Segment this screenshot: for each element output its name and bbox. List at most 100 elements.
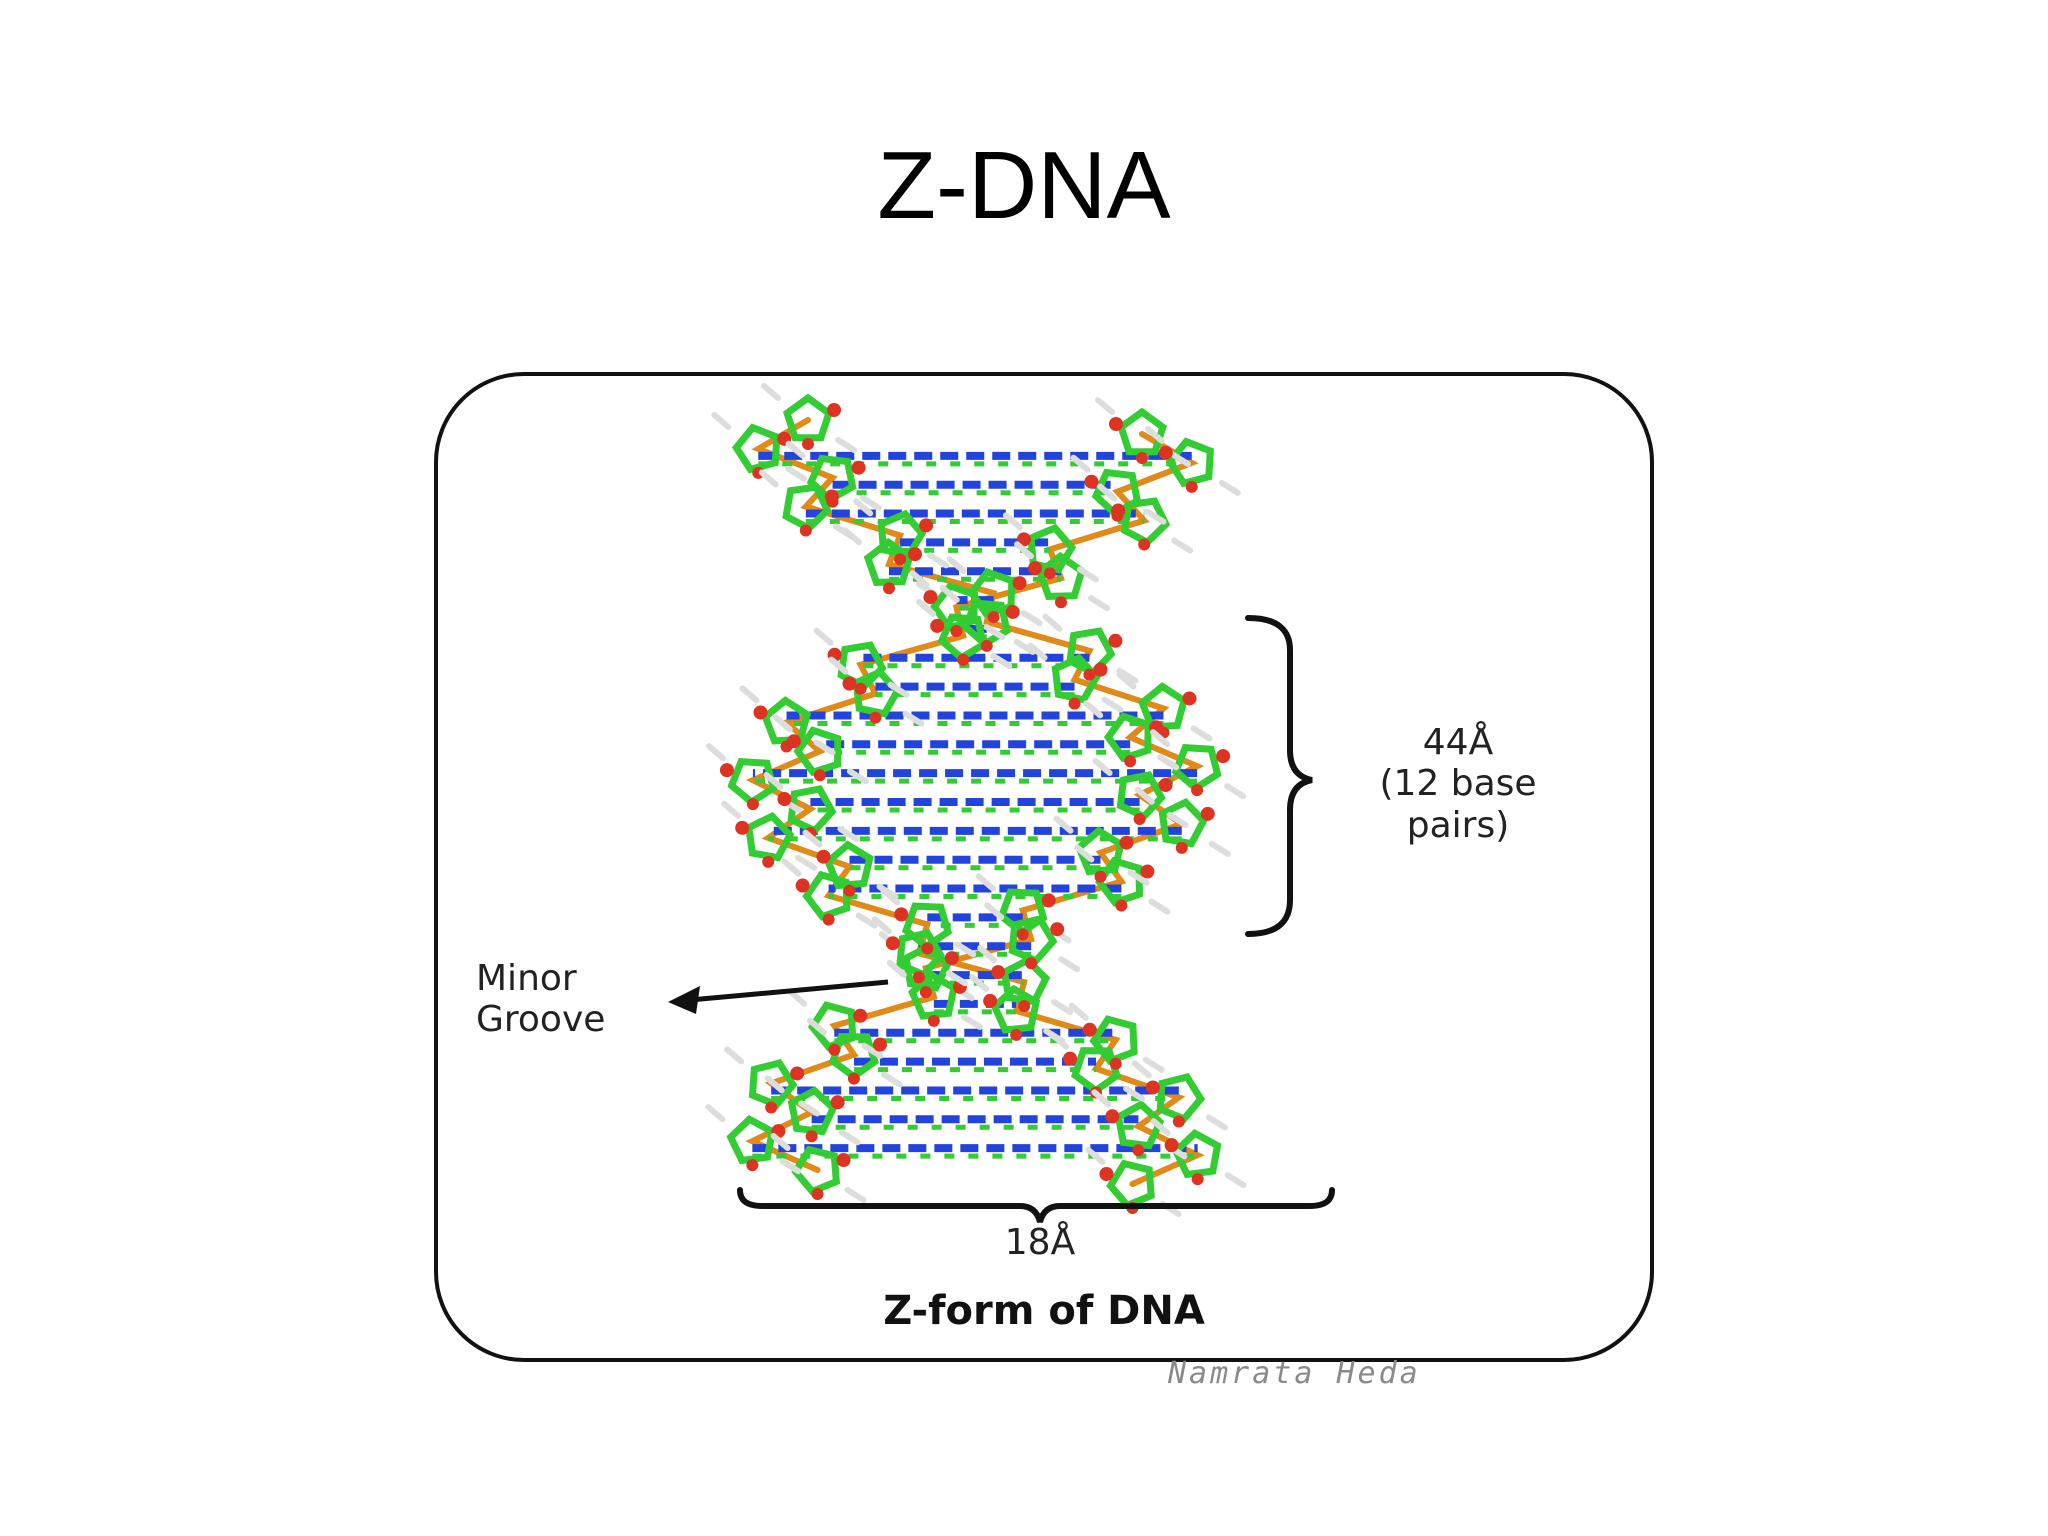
hydrogen-bond xyxy=(1049,1031,1070,1050)
oxygen-atom xyxy=(762,855,775,868)
oxygen-atom xyxy=(802,438,814,450)
hydrogen-bond xyxy=(1116,667,1139,684)
hydrogen-bond xyxy=(1144,425,1165,444)
hydrogen-bond xyxy=(841,527,862,546)
base-pairs xyxy=(752,451,1198,1159)
oxygen-atom xyxy=(921,942,934,955)
minor-groove-line-1: Minor xyxy=(476,958,577,999)
hydrogen-bond xyxy=(880,887,901,906)
oxygen-atom xyxy=(1105,1109,1120,1124)
hydrogen-bond xyxy=(787,988,808,1007)
hydrogen-bond xyxy=(1166,812,1189,828)
oxygen-atom xyxy=(923,590,938,605)
sugar-ring xyxy=(901,902,953,951)
oxygen-atom xyxy=(854,682,867,695)
oxygen-atom xyxy=(1018,1000,1031,1013)
oxygen-atom xyxy=(1094,870,1107,883)
hydrogen-bond xyxy=(1051,999,1074,1016)
oxygen-atom xyxy=(836,1153,851,1167)
hydrogen-bond xyxy=(1131,1060,1152,1079)
sugar-ring xyxy=(852,667,902,718)
hydrogen-bond xyxy=(795,854,818,871)
oxygen-atom xyxy=(824,489,839,504)
hydrogen-bond xyxy=(855,912,878,929)
sugar-ring xyxy=(937,613,988,663)
sugar-ring xyxy=(1027,523,1077,574)
oxygen-atom xyxy=(1055,596,1068,609)
hydrogen-bond xyxy=(939,584,960,603)
oxygen-atom xyxy=(987,611,1000,624)
sugar-ring xyxy=(990,984,1041,1034)
oxygen-atom xyxy=(882,582,895,595)
hydrogen-bond xyxy=(1092,758,1113,776)
oxygen-atom xyxy=(735,820,750,835)
hydrogen-bond xyxy=(761,383,781,401)
hydrogen-bond xyxy=(969,973,990,992)
oxygen-atom xyxy=(1175,841,1188,854)
hydrogen-bond xyxy=(1070,454,1091,473)
oxygen-atom xyxy=(1050,922,1065,937)
sugar-ring xyxy=(967,567,1016,618)
oxygen-atom xyxy=(983,993,998,1008)
hydrogen-bond xyxy=(859,494,882,511)
height-label: 44Å (12 base pairs) xyxy=(1318,722,1598,846)
slide-title: Z-DNA xyxy=(877,132,1171,239)
hydrogen-bond xyxy=(916,598,937,617)
hydrogen-bond xyxy=(846,768,869,785)
hydrogen-bond xyxy=(802,829,823,848)
hydrogen-bond xyxy=(1169,451,1191,467)
oxygen-atom xyxy=(869,711,882,724)
oxygen-atom xyxy=(1082,1022,1097,1037)
hydrogen-bond xyxy=(806,1017,827,1036)
hydrogen-bond xyxy=(1091,1089,1112,1108)
sugar-ring xyxy=(863,537,914,586)
hydrogen-bond xyxy=(983,624,1006,641)
hydrogen-bond xyxy=(844,1187,867,1203)
hydrogen-bond xyxy=(1074,844,1095,863)
minor-groove-label: Minor Groove xyxy=(476,958,605,1041)
hydrogen-bond xyxy=(1144,508,1167,525)
sugar-ring xyxy=(828,1033,879,1081)
hydrogen-bond xyxy=(1020,610,1043,627)
minor-groove-arrow-head xyxy=(668,986,700,1014)
oxygen-atom xyxy=(1093,662,1108,677)
hydrogen-bond xyxy=(1123,1085,1146,1102)
hydrogen-bond xyxy=(954,941,977,958)
hydrogen-bond xyxy=(1224,1172,1247,1189)
sugar-ring xyxy=(787,1086,838,1136)
oxygen-atom xyxy=(1119,835,1134,850)
hydrogen-bond xyxy=(781,858,802,877)
oxygen-atom xyxy=(1158,445,1173,460)
hydrogen-bond xyxy=(813,627,834,646)
sugar-ring xyxy=(1074,826,1125,876)
hydrogen-bond xyxy=(835,437,857,453)
oxygen-atom xyxy=(894,553,907,566)
oxygen-atom xyxy=(1028,561,1043,576)
sugar-ring xyxy=(1070,1047,1122,1095)
hydrogen-bond xyxy=(909,570,930,589)
oxygen-atom xyxy=(842,676,857,691)
oxygen-atom xyxy=(799,524,812,537)
hydrogen-bond xyxy=(772,714,793,733)
sugar-ring xyxy=(782,393,834,442)
oxygen-atom xyxy=(1005,604,1020,619)
oxygen-atom xyxy=(919,986,932,999)
oxygen-atom xyxy=(872,1037,887,1052)
hydrogen-bond xyxy=(1002,512,1023,531)
oxygen-atom xyxy=(991,965,1006,980)
oxygen-atom xyxy=(795,878,810,893)
sugar-ring xyxy=(1095,856,1144,907)
oxygen-atom xyxy=(813,769,826,782)
oxygen-atom xyxy=(827,403,841,417)
oxygen-atom xyxy=(1108,633,1123,648)
oxygen-atom xyxy=(765,1101,778,1114)
oxygen-atom xyxy=(790,1066,805,1081)
hydrogen-bond xyxy=(1014,541,1035,560)
oxygen-atom xyxy=(1025,957,1038,970)
hydrogen-bond xyxy=(798,1100,821,1117)
hydrogen-bond xyxy=(1088,595,1111,612)
hydrogen-bond xyxy=(758,469,779,488)
hydrogen-bond xyxy=(871,916,892,935)
hydrogen-bond xyxy=(1224,783,1247,800)
oxygen-atom xyxy=(1133,813,1146,825)
